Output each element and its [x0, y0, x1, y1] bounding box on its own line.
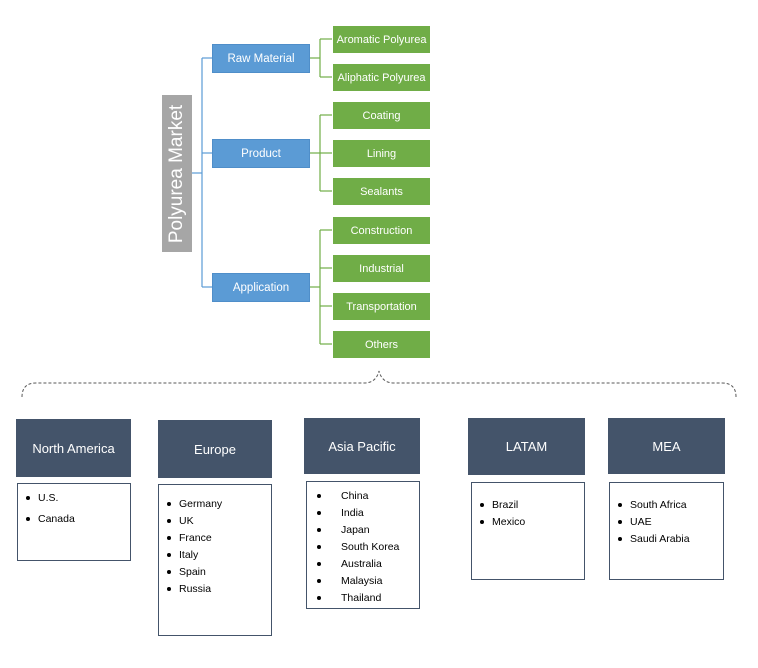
root-node: Polyurea Market [162, 95, 192, 252]
region-list-latam: Brazil Mexico [471, 482, 585, 580]
item-label: Industrial [359, 262, 404, 275]
item-coating: Coating [332, 101, 431, 130]
region-name: Europe [194, 441, 236, 457]
category-label: Product [241, 147, 281, 160]
list-item: South Korea [307, 539, 419, 556]
region-asia-pacific: Asia Pacific [304, 418, 420, 474]
list-item: Brazil [472, 497, 584, 514]
list-item: UK [159, 513, 271, 530]
region-brace [21, 370, 737, 398]
region-list-mea: South Africa UAE Saudi Arabia [609, 482, 724, 580]
item-label: Transportation [346, 300, 417, 313]
category-product: Product [212, 139, 310, 168]
list-item: Japan [307, 522, 419, 539]
item-label: Construction [350, 224, 413, 237]
list-item: UAE [610, 514, 723, 531]
category-label: Raw Material [227, 52, 295, 65]
item-construction: Construction [332, 216, 431, 245]
item-lining: Lining [332, 139, 431, 168]
item-sealants: Sealants [332, 177, 431, 206]
list-item: Mexico [472, 514, 584, 531]
item-industrial: Industrial [332, 254, 431, 283]
list-item: Australia [307, 556, 419, 573]
list-item: South Africa [610, 497, 723, 514]
list-item: Malaysia [307, 573, 419, 590]
category-label: Application [232, 281, 290, 294]
item-label: Aliphatic Polyurea [337, 71, 426, 84]
item-label: Others [364, 338, 398, 351]
item-aromatic-polyurea: Aromatic Polyurea [332, 25, 431, 54]
region-name: North America [32, 440, 115, 456]
region-list-europe: Germany UK France Italy Spain Russia [158, 484, 272, 636]
region-latam: LATAM [468, 418, 585, 475]
list-item: Spain [159, 564, 271, 581]
region-name: LATAM [505, 439, 548, 454]
list-item: Russia [159, 581, 271, 598]
list-item: Germany [159, 496, 271, 513]
region-name: Asia Pacific [328, 438, 396, 454]
list-item: Canada [18, 511, 130, 528]
item-label: Aromatic Polyurea [336, 33, 427, 46]
item-others: Others [332, 330, 431, 359]
region-north-america: North America [16, 419, 131, 477]
item-aliphatic-polyurea: Aliphatic Polyurea [332, 63, 431, 92]
list-item: India [307, 505, 419, 522]
region-list-north-america: U.S. Canada [17, 483, 131, 561]
region-name: MEA [652, 438, 681, 454]
list-item: France [159, 530, 271, 547]
region-europe: Europe [158, 420, 272, 478]
list-item: China [307, 488, 419, 505]
list-item: Saudi Arabia [610, 531, 723, 548]
item-label: Sealants [360, 185, 403, 198]
region-list-asia-pacific: China India Japan South Korea Australia … [306, 481, 420, 609]
item-label: Coating [362, 109, 401, 122]
region-mea: MEA [608, 418, 725, 474]
list-item: Thailand [307, 590, 419, 607]
item-transportation: Transportation [332, 292, 431, 321]
list-item: Italy [159, 547, 271, 564]
item-label: Lining [366, 147, 397, 160]
category-raw-material: Raw Material [212, 44, 310, 73]
root-title: Polyurea Market [166, 104, 187, 243]
category-application: Application [212, 273, 310, 302]
list-item: U.S. [18, 490, 130, 507]
